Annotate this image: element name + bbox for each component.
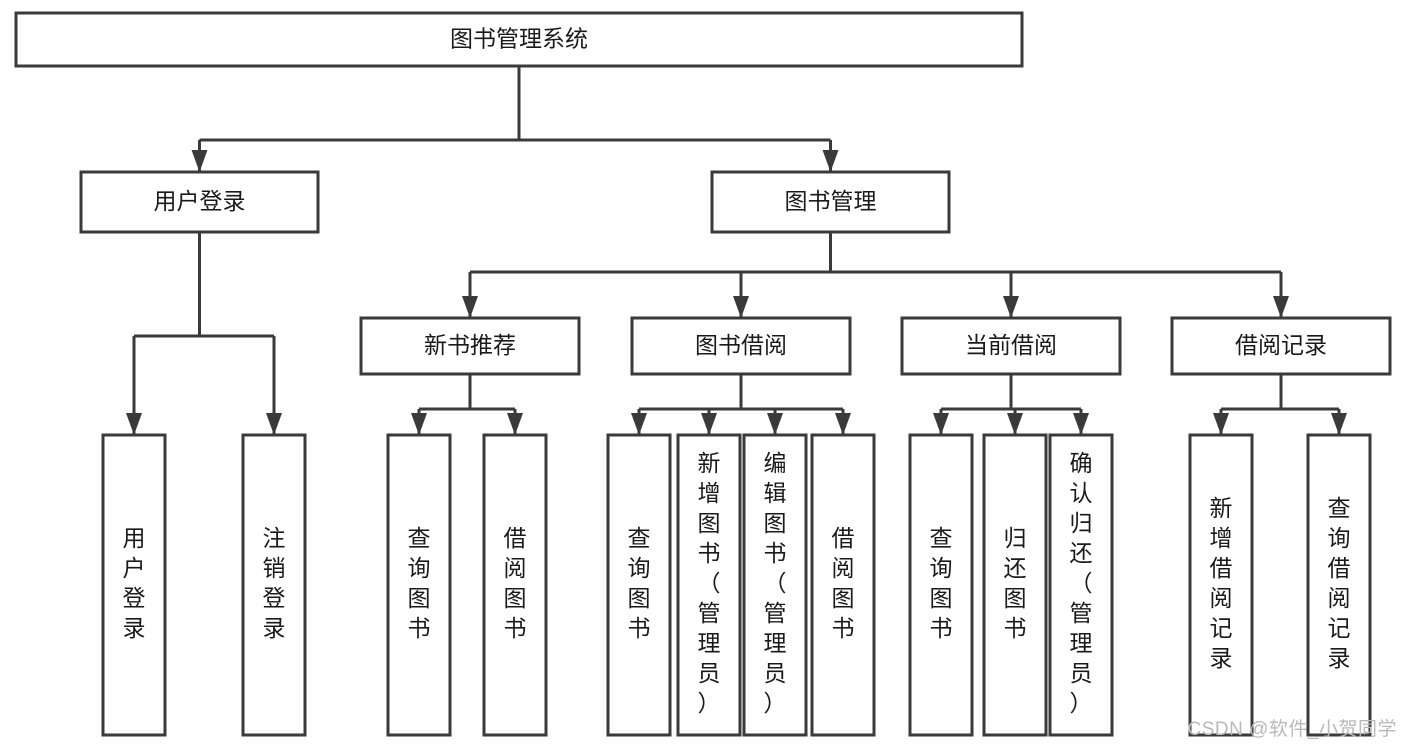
node-level3-1[interactable]: 图书借阅	[630, 316, 852, 376]
node-leaf-12-box[interactable]	[1306, 433, 1372, 737]
node-leaf-4-label: 查询图书	[628, 525, 651, 641]
node-leaf-12-label: 查询借阅记录	[1328, 495, 1351, 671]
connector-arrowhead	[822, 150, 839, 172]
node-leaf-8[interactable]: 查询图书	[908, 433, 974, 737]
node-level2-1-label: 图书管理	[785, 188, 877, 214]
node-level2-0-box[interactable]	[79, 170, 320, 234]
node-level3-2-label: 当前借阅	[965, 332, 1057, 358]
connector-arrowhead	[507, 413, 523, 435]
connector-arrowhead	[411, 413, 427, 435]
node-leaf-11-box[interactable]	[1188, 433, 1254, 737]
node-leaf-5[interactable]: 新增图书（管理员）	[676, 433, 742, 737]
node-leaf-10-label: 确认归还（管理员）	[1070, 450, 1093, 716]
node-leaf-1-box[interactable]	[241, 433, 307, 737]
connector-arrowhead	[191, 150, 208, 172]
node-level2-1-box[interactable]	[710, 170, 951, 234]
connector-arrowhead	[1331, 413, 1347, 435]
node-level3-0-box[interactable]	[359, 316, 581, 376]
node-level2-1[interactable]: 图书管理	[710, 170, 951, 234]
node-leaf-0[interactable]: 用户登录	[101, 433, 167, 737]
node-leaf-4[interactable]: 查询图书	[606, 433, 672, 737]
connector-arrowhead	[266, 413, 282, 435]
node-leaf-1[interactable]: 注销登录	[241, 433, 307, 737]
node-leaf-8-label: 查询图书	[930, 525, 953, 641]
node-leaf-5-box[interactable]	[676, 433, 742, 737]
connector-arrowhead	[1073, 413, 1089, 435]
node-leaf-group: 用户登录 注销登录 查询图书 借阅图书 查询图书 新增图书（管理员） 编辑图书（管理员） 借阅…	[101, 433, 1372, 737]
node-leaf-10-box[interactable]	[1048, 433, 1114, 737]
node-level3-2[interactable]: 当前借阅	[900, 316, 1122, 376]
node-leaf-9-label: 归还图书	[1004, 525, 1027, 641]
node-leaf-9[interactable]: 归还图书	[982, 433, 1048, 737]
node-leaf-7-box[interactable]	[810, 433, 876, 737]
connector-arrowhead	[767, 413, 783, 435]
node-level3-2-box[interactable]	[900, 316, 1122, 376]
node-leaf-11[interactable]: 新增借阅记录	[1188, 433, 1254, 737]
node-leaf-1-label: 注销登录	[263, 525, 286, 641]
node-leaf-6-box[interactable]	[742, 433, 808, 737]
node-level3-group: 新书推荐 图书借阅 当前借阅 借阅记录	[359, 316, 1392, 376]
node-leaf-6-label: 编辑图书（管理员）	[764, 450, 787, 716]
node-leaf-3-label: 借阅图书	[504, 525, 527, 641]
connector-arrowhead	[733, 296, 749, 318]
node-leaf-11-label: 新增借阅记录	[1210, 495, 1233, 671]
node-level2-0[interactable]: 用户登录	[79, 170, 320, 234]
node-leaf-8-box[interactable]	[908, 433, 974, 737]
node-root-box[interactable]	[14, 11, 1024, 68]
node-leaf-3-box[interactable]	[482, 433, 548, 737]
node-root-label: 图书管理系统	[450, 26, 588, 52]
node-level3-1-label: 图书借阅	[695, 332, 787, 358]
node-leaf-7-label: 借阅图书	[832, 525, 855, 641]
node-leaf-2-box[interactable]	[386, 433, 452, 737]
connector-arrowhead	[1213, 413, 1229, 435]
connector-group-level2	[126, 232, 1289, 435]
connector-arrowhead	[1273, 296, 1289, 318]
node-leaf-6[interactable]: 编辑图书（管理员）	[742, 433, 808, 737]
node-leaf-9-box[interactable]	[982, 433, 1048, 737]
connector-arrowhead	[835, 413, 851, 435]
connector-group-level3	[411, 374, 1347, 435]
node-leaf-2[interactable]: 查询图书	[386, 433, 452, 737]
node-leaf-5-label: 新增图书（管理员）	[698, 450, 721, 716]
connector-arrowhead	[631, 413, 647, 435]
connector-group-root	[191, 66, 839, 172]
node-level2-0-label: 用户登录	[154, 188, 246, 214]
node-leaf-2-label: 查询图书	[408, 525, 431, 641]
connector-arrowhead	[126, 413, 142, 435]
node-root-group: 图书管理系统	[14, 11, 1024, 68]
node-level3-1-box[interactable]	[630, 316, 852, 376]
node-leaf-12[interactable]: 查询借阅记录	[1306, 433, 1372, 737]
node-level2-group: 用户登录 图书管理	[79, 170, 951, 234]
node-root[interactable]: 图书管理系统	[14, 11, 1024, 68]
connector-arrowhead	[933, 413, 949, 435]
connector-arrowhead	[462, 296, 478, 318]
connector-arrowhead	[701, 413, 717, 435]
node-level3-0-label: 新书推荐	[424, 332, 516, 358]
node-level3-0[interactable]: 新书推荐	[359, 316, 581, 376]
node-leaf-4-box[interactable]	[606, 433, 672, 737]
node-leaf-3[interactable]: 借阅图书	[482, 433, 548, 737]
connector-arrowhead	[1007, 413, 1023, 435]
node-leaf-10[interactable]: 确认归还（管理员）	[1048, 433, 1114, 737]
connector-arrowhead	[1003, 296, 1019, 318]
node-leaf-0-box[interactable]	[101, 433, 167, 737]
node-level3-3-label: 借阅记录	[1235, 332, 1327, 358]
node-level3-3-box[interactable]	[1170, 316, 1392, 376]
node-level3-3[interactable]: 借阅记录	[1170, 316, 1392, 376]
node-leaf-7[interactable]: 借阅图书	[810, 433, 876, 737]
node-leaf-0-label: 用户登录	[123, 525, 146, 641]
